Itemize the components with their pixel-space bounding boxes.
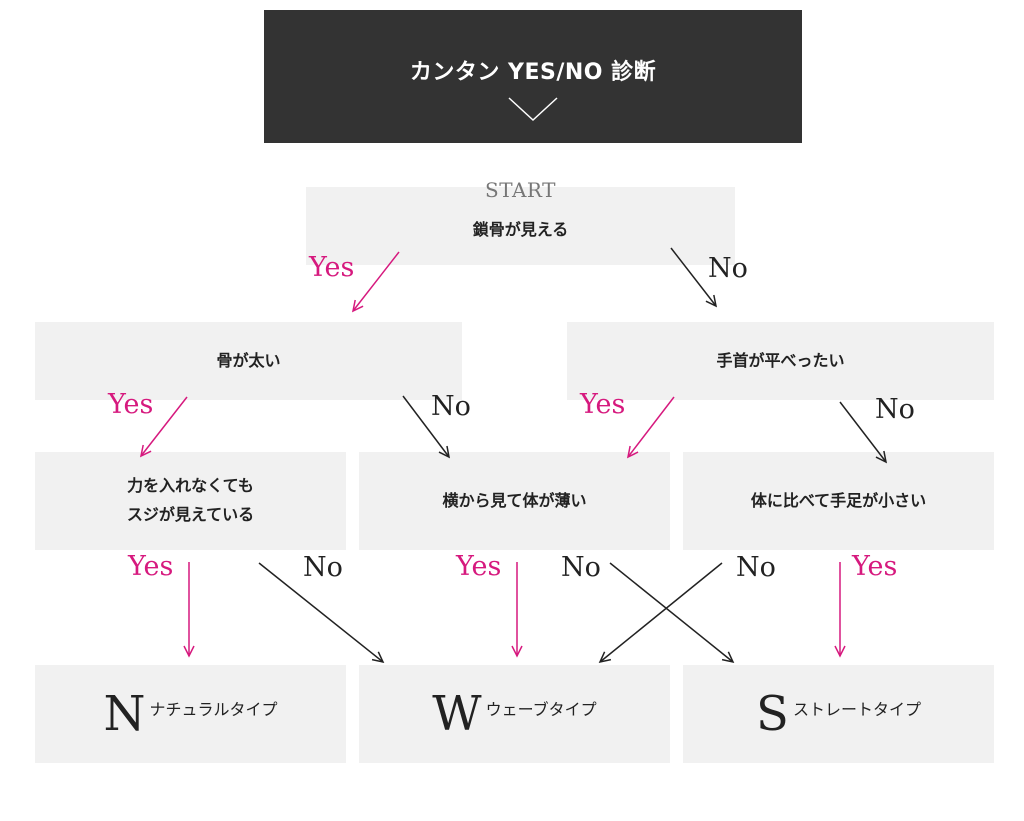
question-small-limbs: 体に比べて手足が小さい — [683, 452, 994, 550]
arrow-start-no — [670, 247, 718, 308]
question-wrist-flat: 手首が平べったい — [567, 322, 994, 400]
result-wave: W ウェーブタイプ — [359, 665, 670, 763]
start-label: START — [485, 178, 556, 202]
label-start-no: No — [708, 253, 748, 284]
label-thin-yes: Yes — [456, 551, 502, 582]
question-tendon-line1: 力を入れなくても — [127, 476, 254, 496]
result-straight-letter: S — [756, 686, 789, 742]
start-box: 鎖骨が見える — [306, 187, 735, 265]
question-tendon: 力を入れなくても スジが見えている — [35, 452, 346, 550]
start-question: 鎖骨が見える — [472, 219, 569, 239]
arrow-tendon-no — [258, 562, 385, 664]
chevron-down-icon — [508, 97, 558, 122]
arrow-bone-yes — [139, 396, 188, 458]
label-tendon-yes: Yes — [128, 551, 174, 582]
label-bone-no: No — [431, 391, 471, 422]
result-natural-name: ナチュラルタイプ — [149, 699, 278, 719]
question-thin-side: 横から見て体が薄い — [359, 452, 670, 550]
result-wave-name: ウェーブタイプ — [485, 699, 597, 719]
result-straight-name: ストレートタイプ — [792, 699, 921, 719]
arrow-thin-no — [609, 562, 735, 664]
result-straight: S ストレートタイプ — [683, 665, 994, 763]
question-bone-thick-text: 骨が太い — [216, 350, 281, 370]
question-thin-side-text: 横から見て体が薄い — [442, 490, 587, 510]
label-bone-yes: Yes — [108, 389, 154, 420]
label-limbs-yes: Yes — [852, 551, 898, 582]
result-wave-letter: W — [432, 686, 482, 742]
label-start-yes: Yes — [309, 252, 355, 283]
question-small-limbs-text: 体に比べて手足が小さい — [750, 490, 927, 510]
question-bone-thick: 骨が太い — [35, 322, 462, 400]
label-thin-no: No — [561, 552, 601, 583]
arrow-start-yes — [351, 251, 400, 313]
result-natural-letter: N — [103, 686, 146, 742]
arrow-bone-no — [402, 395, 451, 459]
label-wrist-yes: Yes — [580, 389, 626, 420]
arrow-wrist-no — [839, 401, 888, 464]
arrow-limbs-no — [598, 562, 723, 664]
label-wrist-no: No — [875, 394, 915, 425]
arrow-wrist-yes — [626, 396, 675, 459]
question-tendon-line2: スジが見えている — [126, 505, 255, 524]
header-title: カンタン YES/NO 診断 — [409, 60, 657, 85]
label-limbs-no: No — [736, 552, 776, 583]
question-wrist-flat-text: 手首が平べったい — [716, 350, 845, 370]
label-tendon-no: No — [303, 552, 343, 583]
result-natural: N ナチュラルタイプ — [35, 665, 346, 763]
